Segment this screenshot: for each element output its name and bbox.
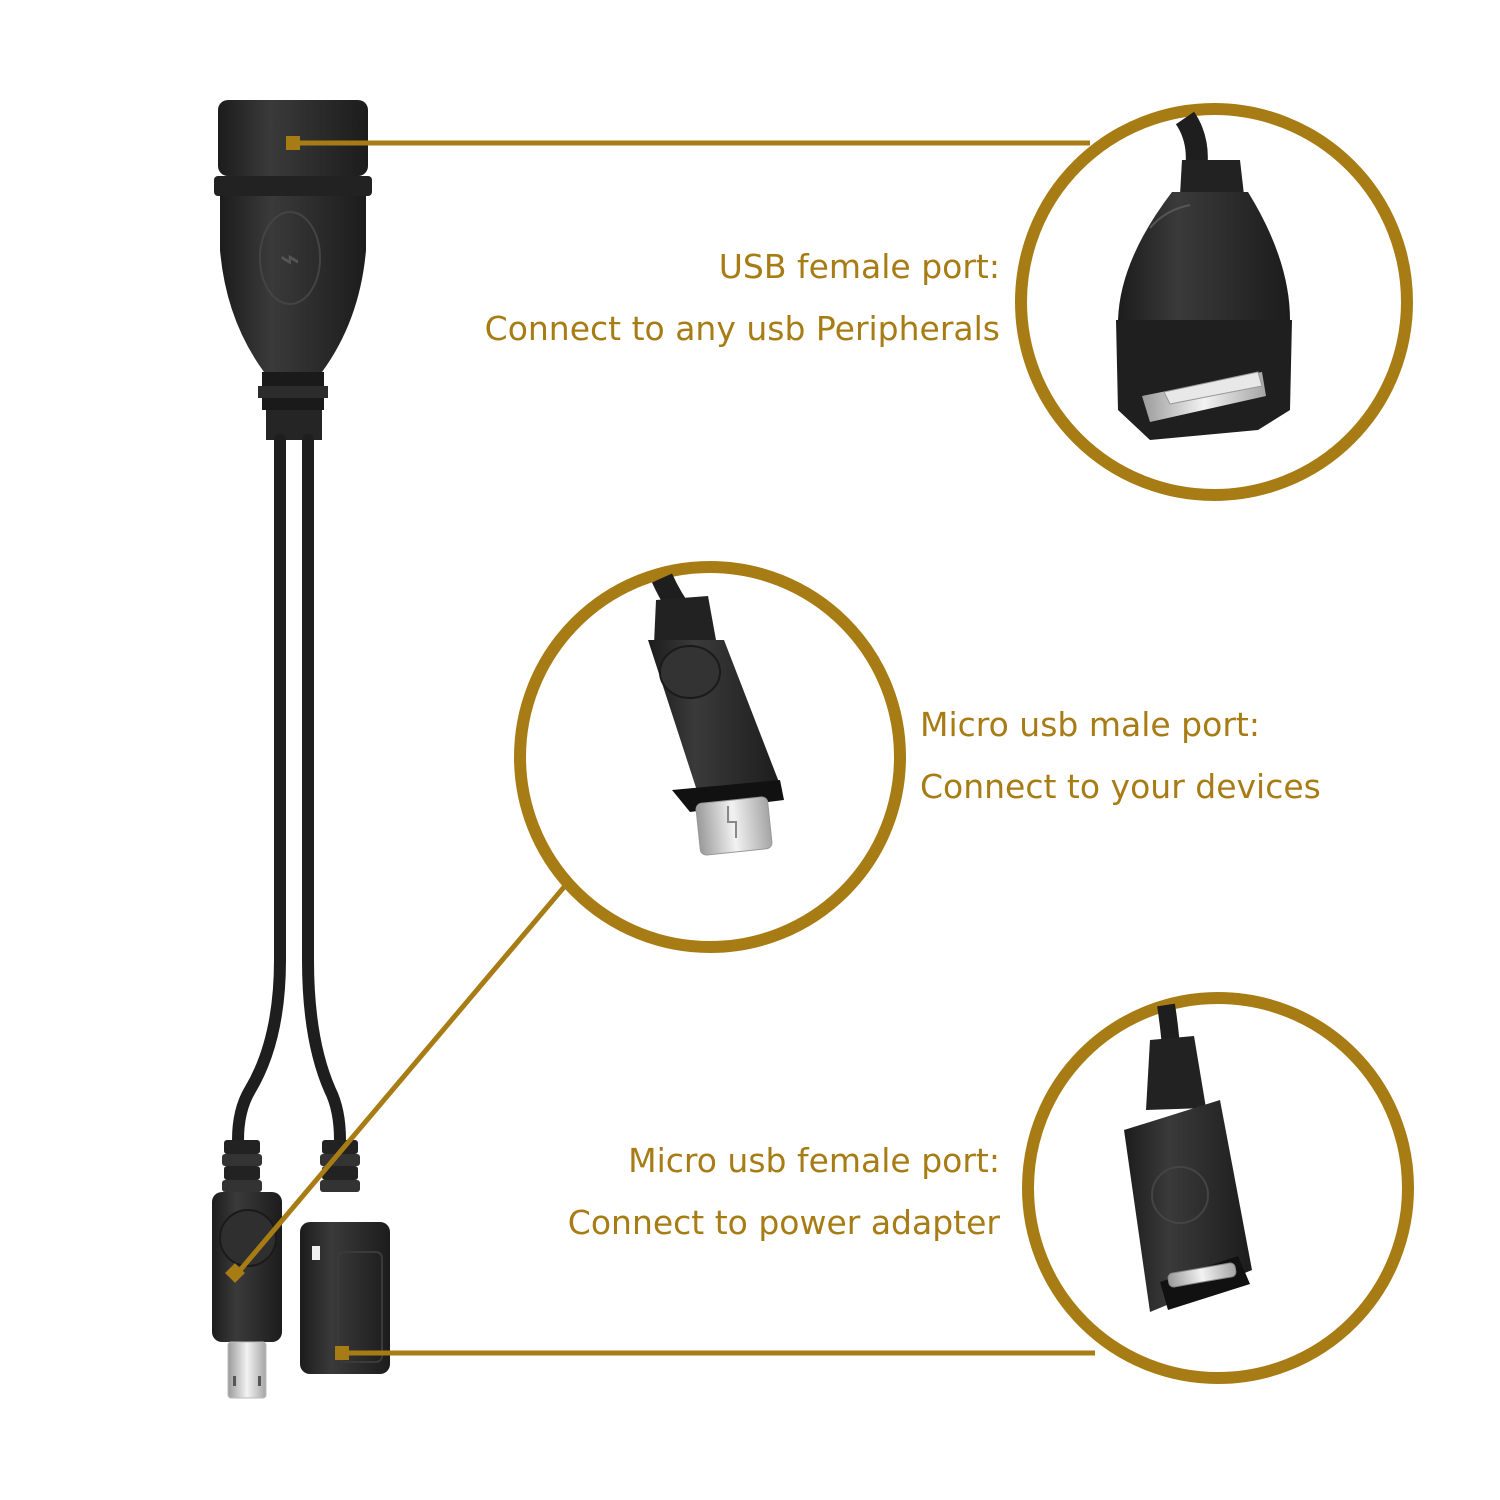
anchor-usb-female <box>286 136 300 150</box>
callout-label-micro-usb-female: Micro usb female port: Connect to power … <box>500 1130 1000 1254</box>
callout-line-micro-male <box>234 878 572 1277</box>
usb-a-female-connector-icon <box>1015 103 1413 501</box>
svg-text:⌁: ⌁ <box>280 239 300 279</box>
micro-usb-male-plug <box>212 1140 282 1399</box>
micro-usb-female-connector-icon <box>1022 992 1414 1384</box>
callout-lines <box>234 140 1095 1356</box>
anchor-micro-female <box>335 1346 349 1360</box>
cable-wires <box>232 434 346 1146</box>
callout-description: Connect to power adapter <box>567 1203 1000 1242</box>
callout-title: Micro usb male port: <box>920 705 1260 744</box>
callout-description: Connect to your devices <box>920 767 1321 806</box>
micro-usb-male-connector-icon <box>514 561 906 953</box>
callout-anchors <box>225 136 349 1360</box>
otg-y-cable: ⌁ <box>212 100 390 1399</box>
anchor-micro-male <box>225 1263 245 1283</box>
callout-title: Micro usb female port: <box>628 1141 1000 1180</box>
usb-a-female-head: ⌁ <box>214 100 372 440</box>
micro-usb-female-socket <box>300 1140 390 1374</box>
callout-label-micro-usb-male: Micro usb male port: Connect to your dev… <box>920 694 1420 818</box>
callout-description: Connect to any usb Peripherals <box>484 309 1000 348</box>
callout-title: USB female port: <box>718 247 1000 286</box>
callout-label-usb-female: USB female port: Connect to any usb Peri… <box>440 236 1000 360</box>
